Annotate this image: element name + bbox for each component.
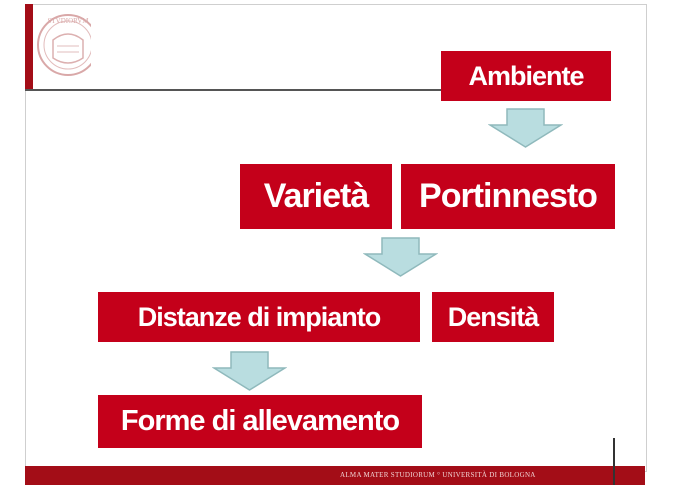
box-distanze-di-impianto: Distanze di impianto — [98, 292, 420, 342]
box-portinnesto: Portinnesto — [401, 164, 615, 229]
university-seal-logo: STVDIORVM — [37, 14, 91, 76]
footer-institution-text: ALMA MATER STUDIORUM ° UNIVERSITÀ DI BOL… — [340, 471, 536, 479]
svg-text:STVDIORVM: STVDIORVM — [47, 17, 89, 25]
header-accent-bar — [25, 4, 33, 90]
footer-divider — [613, 438, 615, 485]
down-arrow-icon — [363, 237, 438, 277]
box-forme-di-allevamento: Forme di allevamento — [98, 395, 422, 448]
header-divider — [25, 89, 450, 91]
box-densita: Densità — [432, 292, 554, 342]
box-varieta: Varietà — [240, 164, 392, 229]
down-arrow-icon — [212, 351, 287, 391]
footer-bar — [25, 466, 645, 485]
down-arrow-icon — [488, 108, 563, 148]
box-ambiente: Ambiente — [441, 51, 611, 101]
